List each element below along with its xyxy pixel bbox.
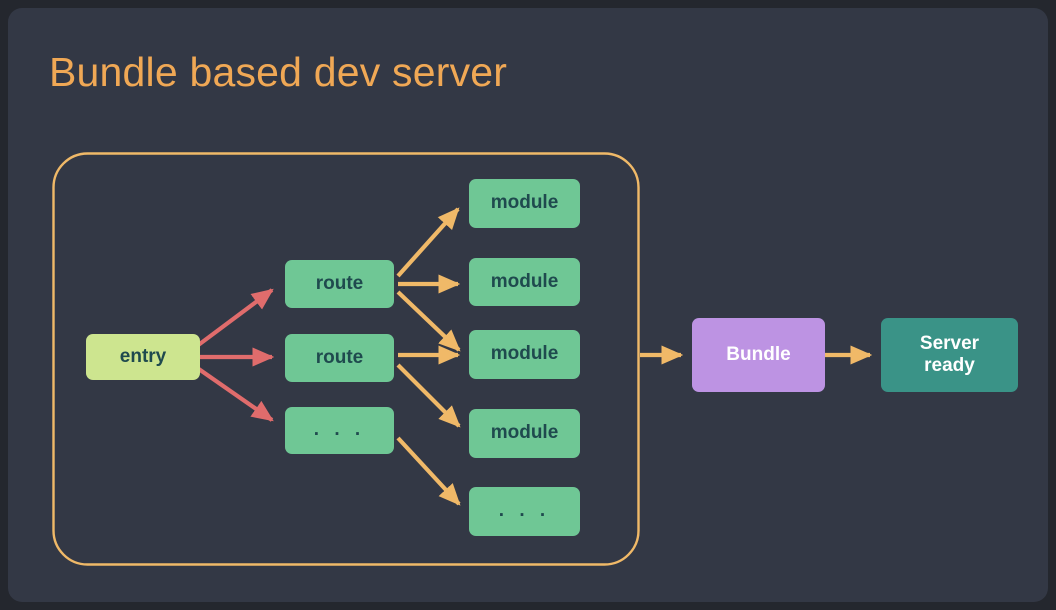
node-bundle-label: Bundle <box>726 343 791 365</box>
bundle-graph-container <box>52 152 640 566</box>
node-route-1[interactable]: route <box>285 260 394 308</box>
edge-entry-to-route-1 <box>191 288 274 351</box>
node-module-ellipsis-label: . . . <box>498 500 551 522</box>
edge-route-2-to-module-4 <box>396 363 461 428</box>
node-module-3[interactable]: module <box>469 330 580 379</box>
node-module-4[interactable]: module <box>469 409 580 458</box>
node-route-2[interactable]: route <box>285 334 394 382</box>
node-route-ellipsis[interactable]: . . . <box>285 407 394 454</box>
node-route-ellipsis-label: . . . <box>313 419 366 441</box>
node-module-3-label: module <box>490 343 559 365</box>
page-title: Bundle based dev server <box>49 49 508 95</box>
edge-route-1-to-module-3 <box>396 290 461 352</box>
node-server-ready[interactable]: Server ready <box>881 318 1018 392</box>
node-entry[interactable]: entry <box>86 334 200 380</box>
node-module-4-label: module <box>490 422 559 444</box>
diagram-edges-layer <box>52 152 873 566</box>
edge-route-1-to-module-1 <box>396 207 460 278</box>
edge-entry-to-route-3 <box>191 363 274 422</box>
node-module-1[interactable]: module <box>469 179 580 228</box>
node-route-2-label: route <box>315 346 364 368</box>
node-server-ready-label-line1: Server <box>919 332 980 354</box>
node-server-ready-label-line2: ready <box>924 355 975 376</box>
edge-route-3-to-module-5 <box>396 436 461 506</box>
node-bundle[interactable]: Bundle <box>692 318 825 392</box>
node-module-2[interactable]: module <box>469 258 580 306</box>
node-module-2-label: module <box>490 270 559 292</box>
slide-canvas: Bundle based dev server ent <box>8 8 1048 602</box>
node-module-ellipsis[interactable]: . . . <box>469 487 580 536</box>
node-route-1-label: route <box>315 272 364 294</box>
node-entry-label: entry <box>119 345 167 367</box>
node-module-1-label: module <box>490 192 559 214</box>
